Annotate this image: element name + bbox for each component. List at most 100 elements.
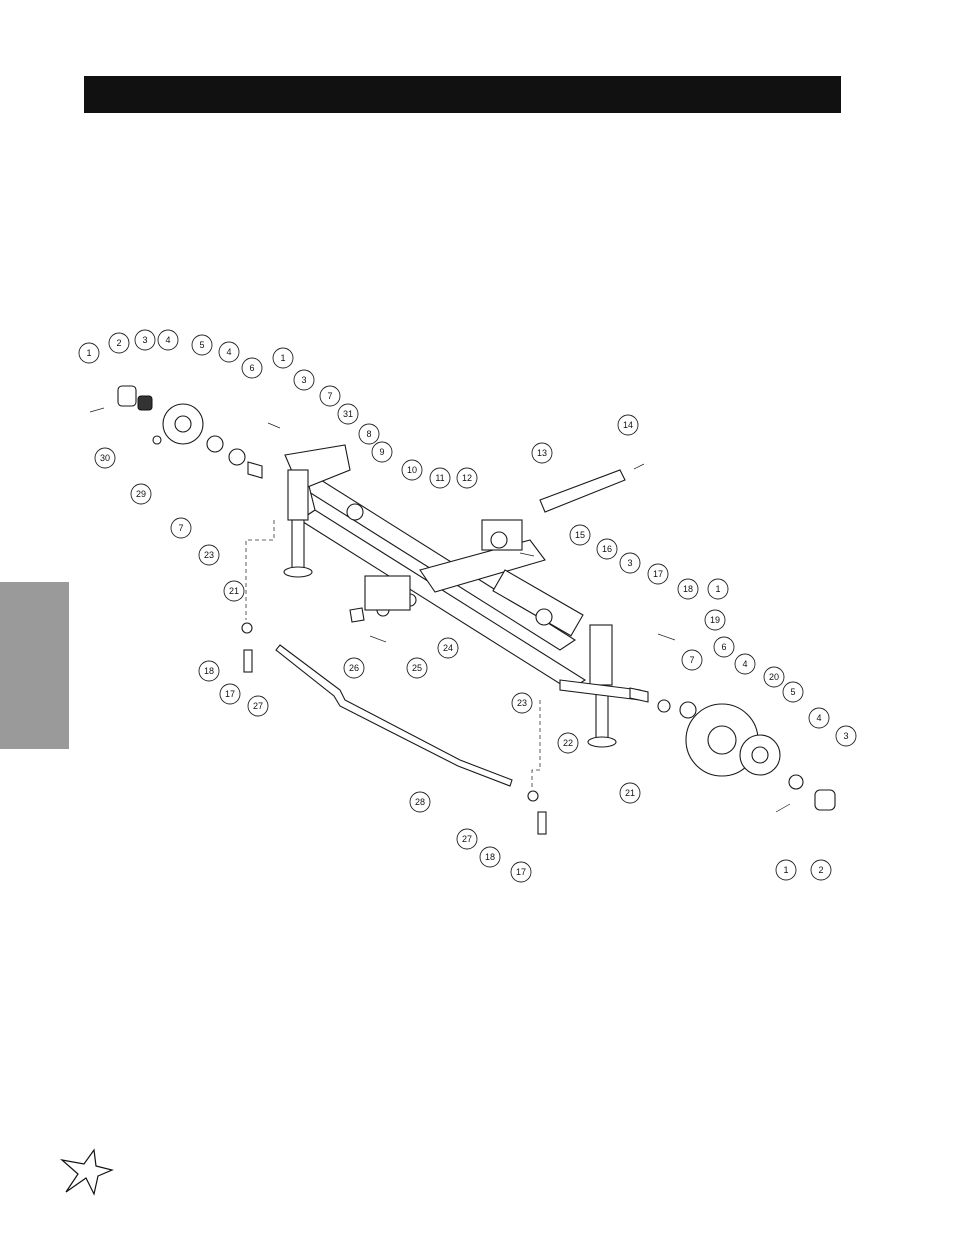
callout-circle bbox=[406, 657, 428, 679]
callout-1: 1 bbox=[775, 859, 797, 881]
callout-circle bbox=[437, 637, 459, 659]
callout-circle bbox=[835, 725, 857, 747]
callout-7: 7 bbox=[319, 385, 341, 407]
callout-circle bbox=[619, 782, 641, 804]
callout-circle bbox=[108, 332, 130, 354]
callout-11: 11 bbox=[429, 467, 451, 489]
callout-label: 30 bbox=[100, 453, 110, 463]
callout-label: 15 bbox=[575, 530, 585, 540]
callout-2: 2 bbox=[108, 332, 130, 354]
callout-label: 10 bbox=[407, 465, 417, 475]
callout-3: 3 bbox=[293, 369, 315, 391]
callout-3: 3 bbox=[619, 552, 641, 574]
callout-circle bbox=[170, 517, 192, 539]
callout-circle bbox=[647, 563, 669, 585]
callout-label: 18 bbox=[485, 852, 495, 862]
callout-label: 17 bbox=[225, 689, 235, 699]
star-burst-logo-icon bbox=[59, 1148, 114, 1196]
callout-circle bbox=[130, 483, 152, 505]
callout-21: 21 bbox=[619, 782, 641, 804]
callout-circle bbox=[557, 732, 579, 754]
callout-label: 4 bbox=[742, 659, 747, 669]
callout-label: 3 bbox=[627, 558, 632, 568]
callout-circle bbox=[619, 552, 641, 574]
callout-4: 4 bbox=[734, 653, 756, 675]
callout-17: 17 bbox=[510, 861, 532, 883]
callout-circle bbox=[223, 580, 245, 602]
callout-label: 4 bbox=[226, 347, 231, 357]
left-hub bbox=[117, 385, 263, 479]
callout-26: 26 bbox=[343, 657, 365, 679]
callout-circle bbox=[511, 692, 533, 714]
callout-4: 4 bbox=[218, 341, 240, 363]
left-spindle bbox=[283, 444, 351, 578]
callout-circle bbox=[241, 357, 263, 379]
callout-circle bbox=[191, 334, 213, 356]
callout-4: 4 bbox=[157, 329, 179, 351]
callout-circle bbox=[734, 653, 756, 675]
callout-label: 4 bbox=[816, 713, 821, 723]
callout-circle bbox=[429, 467, 451, 489]
callout-circle bbox=[198, 660, 220, 682]
callout-label: 2 bbox=[116, 338, 121, 348]
title-bar bbox=[84, 76, 841, 113]
callout-label: 23 bbox=[517, 698, 527, 708]
callout-circle bbox=[596, 538, 618, 560]
callout-label: 17 bbox=[653, 569, 663, 579]
callout-7: 7 bbox=[170, 517, 192, 539]
callout-label: 6 bbox=[249, 363, 254, 373]
callout-20: 20 bbox=[763, 666, 785, 688]
steering-cylinder bbox=[346, 469, 626, 637]
callout-label: 19 bbox=[710, 615, 720, 625]
callout-30: 30 bbox=[94, 447, 116, 469]
callout-label: 4 bbox=[165, 335, 170, 345]
callout-27: 27 bbox=[247, 695, 269, 717]
callout-circle bbox=[677, 578, 699, 600]
callout-1: 1 bbox=[78, 342, 100, 364]
callout-label: 21 bbox=[229, 586, 239, 596]
callout-label: 1 bbox=[86, 348, 91, 358]
callout-13: 13 bbox=[531, 442, 553, 464]
callout-4: 4 bbox=[808, 707, 830, 729]
small-parts bbox=[89, 407, 791, 813]
callout-circle bbox=[617, 414, 639, 436]
callout-circle bbox=[707, 578, 729, 600]
callout-8: 8 bbox=[358, 423, 380, 445]
callout-circle bbox=[456, 467, 478, 489]
callout-label: 27 bbox=[253, 701, 263, 711]
right-hub bbox=[629, 687, 836, 811]
callout-circle bbox=[272, 347, 294, 369]
callout-label: 25 bbox=[412, 663, 422, 673]
callout-25: 25 bbox=[406, 657, 428, 679]
callout-label: 3 bbox=[843, 731, 848, 741]
callout-label: 5 bbox=[199, 340, 204, 350]
callout-circle bbox=[358, 423, 380, 445]
callout-circle bbox=[371, 441, 393, 463]
callout-label: 16 bbox=[602, 544, 612, 554]
callout-circle bbox=[337, 403, 359, 425]
callout-12: 12 bbox=[456, 467, 478, 489]
alignment-lines bbox=[245, 520, 541, 790]
callout-1: 1 bbox=[272, 347, 294, 369]
callout-circle bbox=[94, 447, 116, 469]
callout-label: 24 bbox=[443, 643, 453, 653]
callout-label: 29 bbox=[136, 489, 146, 499]
callout-1: 1 bbox=[707, 578, 729, 600]
callout-2: 2 bbox=[810, 859, 832, 881]
callout-7: 7 bbox=[681, 649, 703, 671]
callout-circle bbox=[409, 791, 431, 813]
callout-label: 2 bbox=[818, 865, 823, 875]
callout-label: 20 bbox=[769, 672, 779, 682]
callout-label: 1 bbox=[783, 865, 788, 875]
tie-rod bbox=[241, 622, 547, 835]
callout-label: 7 bbox=[327, 391, 332, 401]
callout-label: 17 bbox=[516, 867, 526, 877]
callout-18: 18 bbox=[198, 660, 220, 682]
callout-18: 18 bbox=[677, 578, 699, 600]
callout-6: 6 bbox=[241, 357, 263, 379]
callout-label: 21 bbox=[625, 788, 635, 798]
callout-5: 5 bbox=[782, 681, 804, 703]
callout-label: 8 bbox=[366, 429, 371, 439]
callout-24: 24 bbox=[437, 637, 459, 659]
